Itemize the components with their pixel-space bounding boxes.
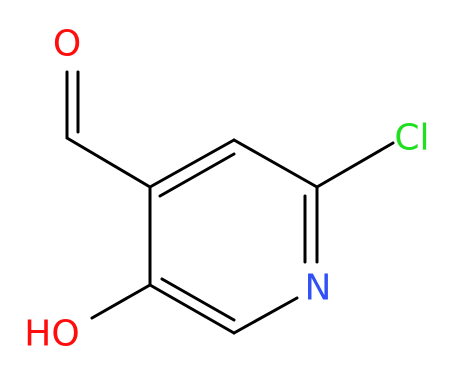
aldehyde-double-bond: [65, 70, 80, 140]
bond-c6-c5-inner: [160, 277, 236, 322]
chlorine-label: Cl: [394, 118, 429, 159]
bond-c3-c2: [232, 138, 319, 189]
ring-nitrogen-label: N: [305, 268, 332, 309]
aldehyde-oxygen-label: O: [53, 24, 81, 65]
bond-c6-c5: [148, 283, 236, 335]
bond-n-c6: [232, 296, 299, 335]
bond-c5-oh: [90, 283, 152, 320]
bond-c2-cl: [315, 141, 395, 189]
bond-c4-c3-inner: [158, 152, 236, 198]
hydroxyl-label: HO: [24, 314, 79, 355]
pyridine-ring: [148, 138, 395, 335]
bond-c4-c3: [148, 138, 236, 189]
bond-cho-c4: [65, 136, 152, 189]
